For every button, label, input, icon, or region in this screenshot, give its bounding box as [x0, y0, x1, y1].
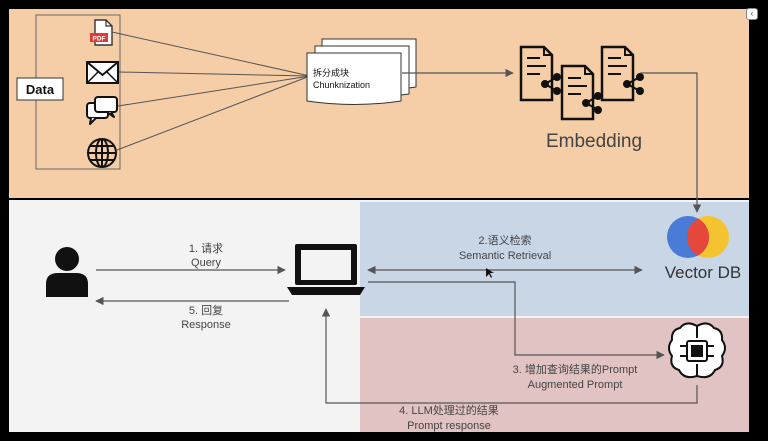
data-label-box	[16, 77, 64, 101]
embedding-label: Embedding	[546, 131, 642, 152]
llm-cn-label: 4. LLM处理过的结果	[399, 403, 499, 417]
llm-en-label: Prompt response	[407, 420, 491, 432]
embedding-to-vectordb-arrow	[640, 72, 702, 213]
llm-response-arrow	[321, 308, 698, 404]
mouse-cursor	[486, 268, 494, 278]
chunk-pages	[306, 38, 417, 105]
ai-brain-icon	[668, 322, 726, 379]
pdf-badge: PDF	[93, 36, 106, 43]
response-en-label: Response	[181, 319, 231, 331]
mail-icon	[86, 61, 119, 84]
retrieval-en-label: Semantic Retrieval	[459, 250, 551, 262]
globe-icon	[87, 138, 117, 168]
chunk-en-label: Chunknization	[313, 80, 370, 90]
augmented-en-label: Augmented Prompt	[528, 379, 623, 391]
retrieval-cn-label: 2.语义检索	[478, 233, 531, 247]
pdf-icon: PDF	[90, 19, 113, 46]
data-to-chunk-lines	[111, 31, 311, 151]
window-control-button[interactable]: ‹	[746, 8, 758, 20]
vector-db-label: Vector DB	[665, 263, 742, 282]
query-cn-label: 1. 请求	[189, 242, 223, 255]
document-share-icon	[519, 45, 644, 121]
chunk-cn-label: 拆分成块	[313, 67, 349, 78]
chat-icon	[86, 96, 118, 125]
venn-logo-icon	[667, 216, 729, 258]
augmented-cn-label: 3. 增加查询结果的Prompt	[513, 362, 638, 376]
data-label: Data	[26, 82, 55, 97]
laptop-icon	[287, 244, 365, 295]
augmented-prompt-arrow	[368, 281, 665, 360]
user-icon	[46, 247, 88, 297]
response-cn-label: 5. 回复	[189, 303, 223, 317]
query-en-label: Query	[191, 257, 221, 269]
